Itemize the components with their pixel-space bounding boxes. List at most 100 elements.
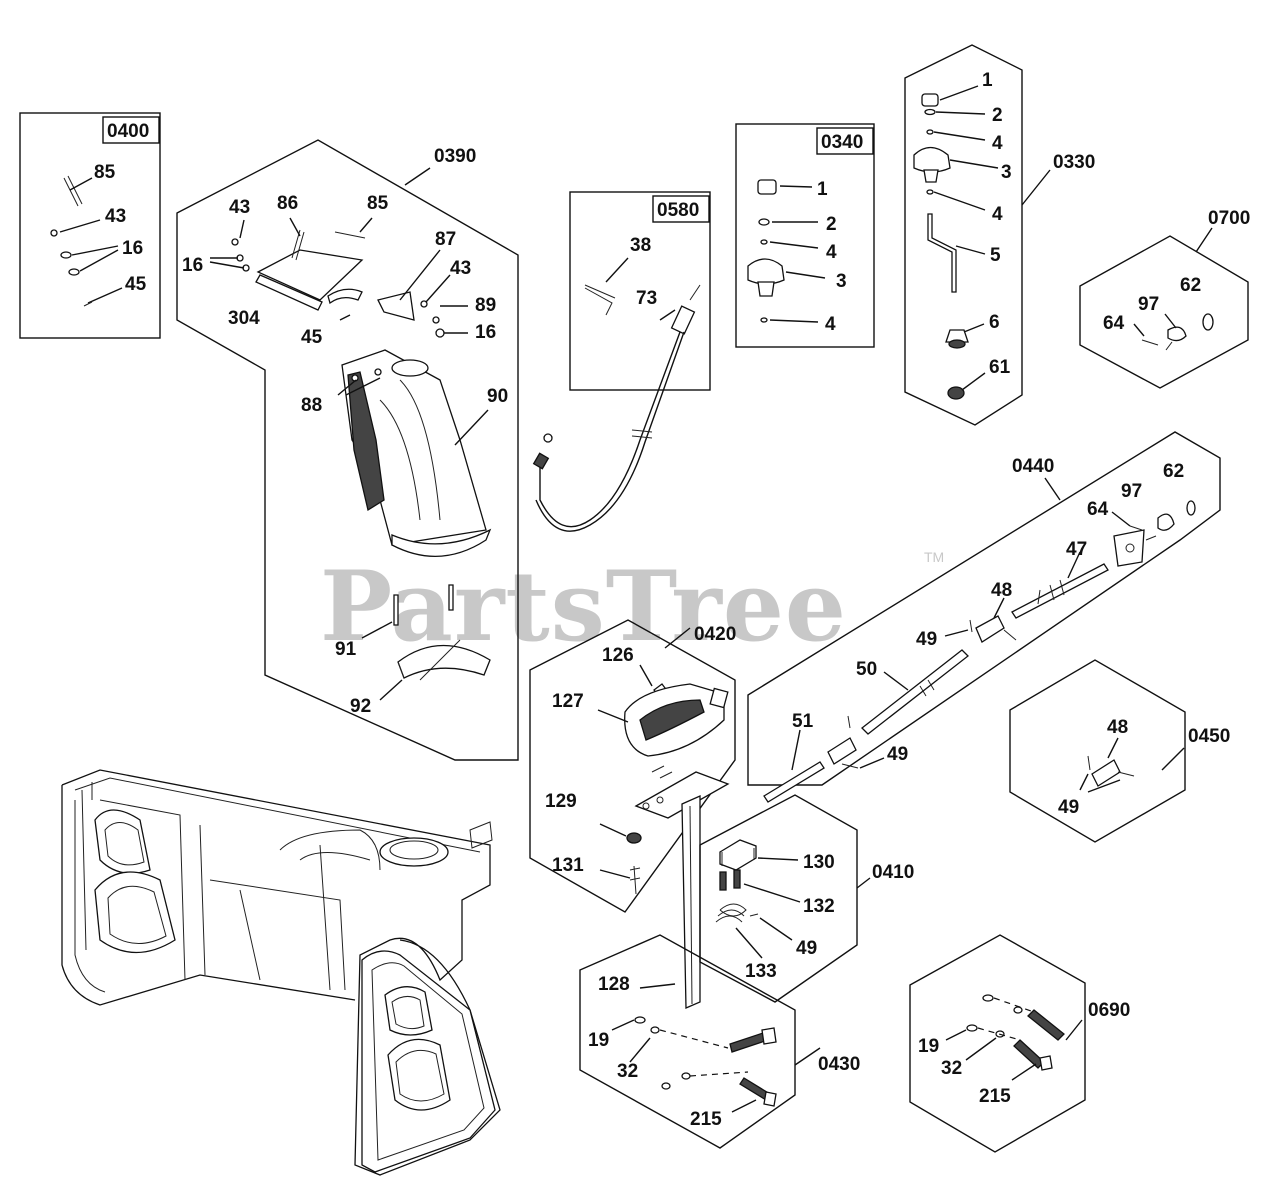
part-label[interactable]: 90 — [487, 386, 508, 407]
part-label[interactable]: 51 — [792, 711, 814, 732]
part-label[interactable]: 62 — [1180, 275, 1201, 296]
part-label[interactable]: 45 — [301, 327, 323, 348]
part-label[interactable]: 1 — [982, 70, 993, 91]
part-label[interactable]: 97 — [1121, 481, 1142, 502]
shaft-icon — [763, 761, 825, 803]
group-0580-frame — [569, 191, 711, 391]
part-label[interactable]: 215 — [690, 1109, 722, 1130]
part-label[interactable]: 85 — [94, 162, 116, 183]
part-label[interactable]: 4 — [992, 133, 1003, 154]
group-0440-tag[interactable]: 0440 — [1012, 456, 1054, 477]
group-0440: 0440 62 97 64 47 48 49 50 51 — [747, 431, 1221, 803]
cable-icon — [539, 331, 681, 528]
group-0400-tag[interactable]: 0400 — [107, 121, 149, 142]
side-plate-icon — [384, 986, 433, 1036]
group-0420: 0420 126 127 129 131 — [529, 619, 736, 913]
part-label[interactable]: 43 — [450, 258, 471, 279]
part-label[interactable]: 49 — [887, 744, 908, 765]
part-label[interactable]: 19 — [918, 1036, 939, 1057]
pin-icon — [841, 763, 859, 769]
part-label[interactable]: 133 — [745, 961, 777, 982]
part-label[interactable]: 49 — [1058, 797, 1079, 818]
watermark-brand: PartsTree — [320, 550, 847, 663]
part-label[interactable]: 64 — [1103, 313, 1125, 334]
part-label[interactable]: 215 — [979, 1086, 1011, 1107]
group-0340-tag[interactable]: 0340 — [821, 132, 863, 153]
part-label[interactable]: 47 — [1066, 539, 1087, 560]
screw-icon — [629, 865, 641, 895]
part-label[interactable]: 73 — [636, 288, 657, 309]
part-label[interactable]: 3 — [1001, 162, 1012, 183]
ring-icon — [1202, 313, 1214, 331]
bracket-icon — [377, 291, 415, 321]
part-label[interactable]: 89 — [475, 295, 496, 316]
part-label[interactable]: 48 — [1107, 717, 1128, 738]
part-label[interactable]: 132 — [803, 896, 835, 917]
part-label[interactable]: 2 — [826, 214, 837, 235]
part-label[interactable]: 4 — [826, 242, 837, 263]
cap-icon — [757, 179, 777, 195]
part-label[interactable]: 50 — [856, 659, 877, 680]
part-label[interactable]: 1 — [817, 179, 828, 200]
part-label[interactable]: 129 — [545, 791, 577, 812]
part-label[interactable]: 48 — [991, 580, 1012, 601]
clip-icon — [924, 108, 936, 116]
group-0330: 0330 1 2 4 3 4 5 6 61 — [904, 44, 1095, 426]
part-label[interactable]: 126 — [602, 645, 634, 666]
part-label[interactable]: 32 — [617, 1061, 638, 1082]
group-0410-tag[interactable]: 0410 — [872, 862, 914, 883]
shaft-icon — [1011, 563, 1109, 619]
group-0450-tag[interactable]: 0450 — [1188, 726, 1230, 747]
part-label[interactable]: 45 — [125, 274, 147, 295]
cable-eye-icon — [543, 433, 553, 443]
part-label[interactable]: 304 — [228, 308, 260, 329]
part-label[interactable]: 92 — [350, 696, 371, 717]
part-label[interactable]: 5 — [990, 245, 1001, 266]
side-plate-icon — [387, 1038, 451, 1111]
group-0340-tag-box — [816, 127, 874, 155]
part-label[interactable]: 4 — [992, 204, 1003, 225]
part-label[interactable]: 86 — [277, 193, 298, 214]
pin-icon — [1003, 629, 1017, 641]
group-0700-tag[interactable]: 0700 — [1208, 208, 1250, 229]
part-label[interactable]: 88 — [301, 395, 322, 416]
part-label[interactable]: 2 — [992, 105, 1003, 126]
group-0330-tag[interactable]: 0330 — [1053, 152, 1095, 173]
part-label[interactable]: 64 — [1087, 499, 1109, 520]
part-label[interactable]: 49 — [796, 938, 817, 959]
group-0420-tag[interactable]: 0420 — [694, 624, 736, 645]
group-0690-tag[interactable]: 0690 — [1088, 1000, 1130, 1021]
part-label[interactable]: 4 — [825, 314, 836, 335]
part-label[interactable]: 3 — [836, 271, 847, 292]
part-label[interactable]: 49 — [916, 629, 937, 650]
part-label[interactable]: 32 — [941, 1058, 962, 1079]
pin-icon — [1117, 771, 1135, 777]
part-label[interactable]: 87 — [435, 229, 456, 250]
part-label[interactable]: 16 — [122, 238, 143, 259]
cable-end-icon — [689, 284, 701, 301]
group-0390-tag[interactable]: 0390 — [434, 146, 476, 167]
part-label[interactable]: 38 — [630, 235, 651, 256]
part-label[interactable]: 130 — [803, 852, 835, 873]
group-0340-frame — [735, 123, 875, 348]
group-0580-tag[interactable]: 0580 — [657, 200, 699, 221]
group-0340: 0340 1 2 4 3 4 — [735, 123, 875, 348]
group-0390: 0390 43 86 85 16 304 87 43 8 — [176, 139, 519, 761]
part-label[interactable]: 16 — [475, 322, 496, 343]
part-label[interactable]: 43 — [105, 206, 126, 227]
part-label[interactable]: 16 — [182, 255, 203, 276]
part-label[interactable]: 61 — [989, 357, 1011, 378]
group-0450: 0450 48 49 — [1009, 659, 1230, 843]
part-label[interactable]: 127 — [552, 691, 584, 712]
group-0440-frame — [747, 431, 1221, 786]
part-label[interactable]: 62 — [1163, 461, 1184, 482]
part-label[interactable]: 128 — [598, 974, 630, 995]
part-label[interactable]: 85 — [367, 193, 389, 214]
part-label[interactable]: 131 — [552, 855, 584, 876]
part-label[interactable]: 6 — [989, 312, 1000, 333]
part-label[interactable]: 97 — [1138, 294, 1159, 315]
part-label[interactable]: 43 — [229, 197, 250, 218]
group-0430-tag[interactable]: 0430 — [818, 1054, 860, 1075]
part-label[interactable]: 19 — [588, 1030, 609, 1051]
part-label[interactable]: 91 — [335, 639, 357, 660]
